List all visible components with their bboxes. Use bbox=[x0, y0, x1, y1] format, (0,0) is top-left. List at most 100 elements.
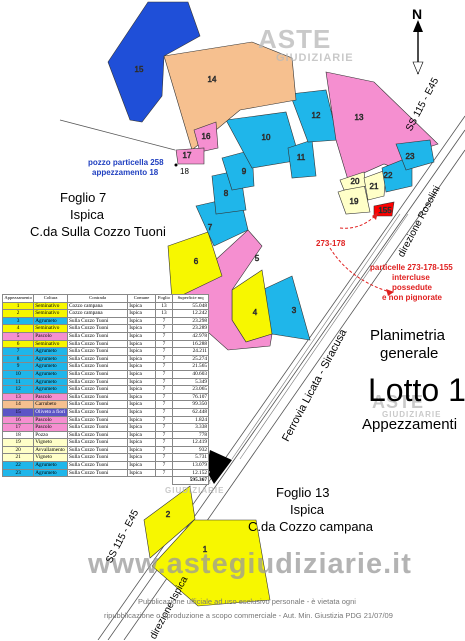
parcel-18-label: 18 bbox=[180, 167, 189, 176]
legend-comune: Ispica bbox=[127, 369, 156, 379]
parcel-9 bbox=[221, 149, 255, 191]
parcel-label-4: 4 bbox=[253, 308, 258, 317]
parcel-label-155: 155 bbox=[378, 206, 392, 215]
legend-coltura: Agrumeto bbox=[33, 377, 68, 387]
legend-superficie: 21.565 bbox=[172, 362, 209, 371]
legend-contrada: Sulla Cozzo Tuoni bbox=[66, 377, 129, 387]
legend-header-row: Appezzamento Coltura Contrada Comune Fog… bbox=[1, 294, 209, 303]
legend-foglio: 7 bbox=[154, 430, 174, 440]
interclusa-arrows bbox=[329, 215, 391, 293]
legend-contrada: Sulla Cozzo Tuoni bbox=[66, 415, 129, 425]
legend-contrada: Sulla Cozzo Tuoni bbox=[66, 400, 129, 409]
legend-superficie: 12.152 bbox=[172, 468, 209, 478]
legend-foglio: 13 bbox=[154, 309, 174, 318]
foglio13-comune: Ispica bbox=[290, 502, 324, 517]
legend-comune: Ispica bbox=[127, 385, 156, 394]
foglio7-comune: Ispica bbox=[70, 207, 104, 222]
legend-superficie: 23.298 bbox=[172, 316, 209, 326]
watermark-aste-mid: ASTE bbox=[372, 392, 425, 412]
legend-header: Coltura bbox=[33, 294, 68, 303]
legend-superficie: 42.978 bbox=[172, 331, 209, 341]
foglio7-title: Foglio 7 bbox=[60, 190, 107, 205]
parcel-label-1: 1 bbox=[203, 545, 208, 554]
legend-contrada: Sulla Cozzo Tuoni bbox=[66, 339, 129, 349]
legend-coltura: Pozzo bbox=[33, 430, 68, 440]
planimetria-title: Planimetria bbox=[370, 327, 446, 344]
legend-app: 18 bbox=[1, 430, 35, 440]
legend-comune: Ispica bbox=[127, 392, 156, 402]
legend-foglio: 7 bbox=[154, 369, 174, 379]
legend-contrada: Sulla Cozzo Tuoni bbox=[66, 438, 129, 447]
lotto-title: Lotto 1 bbox=[368, 372, 465, 408]
legend-app: 20 bbox=[1, 445, 35, 455]
legend-foglio: 7 bbox=[154, 400, 174, 409]
parcel-label-20: 20 bbox=[351, 177, 360, 186]
pozzo-note-line1: pozzo particella 258 bbox=[88, 158, 164, 167]
legend-app: 19 bbox=[1, 438, 35, 447]
parcel-15 bbox=[107, 1, 201, 123]
legend-contrada: Sulla Cozzo Tuoni bbox=[66, 331, 129, 341]
legend-app: 16 bbox=[1, 415, 35, 425]
legend-comune: Ispica bbox=[127, 430, 156, 440]
legend-contrada: Sulla Cozzo Tuoni bbox=[66, 354, 129, 364]
legend-comune: Ispica bbox=[127, 445, 156, 455]
legend-contrada: Sulla Cozzo Tuoni bbox=[66, 316, 129, 326]
legend-coltura: Oliveto a fiori bbox=[33, 407, 68, 417]
legend-coltura: Avvallamento bbox=[33, 445, 68, 455]
legend-app: 8 bbox=[1, 354, 35, 364]
legend-app: 1 bbox=[1, 301, 35, 311]
parcel-label-16: 16 bbox=[202, 132, 211, 141]
legend-superficie: 13.079 bbox=[172, 461, 209, 470]
parcel-label-11: 11 bbox=[297, 153, 306, 162]
legend-superficie: 5.731 bbox=[172, 453, 209, 463]
legend-superficie: 23.065 bbox=[172, 385, 209, 394]
watermark-giudiziarie-mid: GIUDIZIARIE bbox=[382, 410, 442, 419]
parcel-23 bbox=[395, 139, 435, 171]
parcel-label-8: 8 bbox=[224, 189, 229, 198]
legend-foglio: 7 bbox=[154, 407, 174, 417]
legend-contrada: Sulla Cozzo Tuoni bbox=[66, 392, 129, 402]
foglio13-title: Foglio 13 bbox=[276, 485, 330, 500]
legend-comune: Ispica bbox=[127, 468, 156, 478]
legend-comune: Ispica bbox=[127, 301, 156, 311]
legend-superficie: 5.349 bbox=[172, 377, 209, 387]
legend-superficie: 25.274 bbox=[172, 354, 209, 364]
legend-coltura: Agrumeto bbox=[33, 316, 68, 326]
legend-superficie: 55.048 bbox=[172, 301, 209, 311]
legend-coltura: Agrumeto bbox=[33, 354, 68, 364]
parcel-label-19: 19 bbox=[350, 197, 359, 206]
parcel-label-14: 14 bbox=[208, 75, 217, 84]
legend-foglio: 7 bbox=[154, 461, 174, 470]
legend-header: Contrada bbox=[66, 294, 129, 303]
legend-app: 7 bbox=[1, 347, 35, 356]
legend-app: 2 bbox=[1, 309, 35, 318]
legend-header: Superficie mq bbox=[172, 294, 209, 303]
legend-comune: Ispica bbox=[127, 400, 156, 409]
legend-header: Comune bbox=[127, 294, 156, 303]
parcel-label-5: 5 bbox=[255, 254, 260, 263]
north-arrow bbox=[412, 20, 424, 75]
legend-coltura: Agrumeto bbox=[33, 362, 68, 371]
legend-comune: Ispica bbox=[127, 453, 156, 463]
legend-coltura: Seminativo bbox=[33, 309, 68, 318]
legend-comune: Ispica bbox=[127, 347, 156, 356]
legend-coltura: Pascolo bbox=[33, 331, 68, 341]
parcel-label-2: 2 bbox=[166, 510, 171, 519]
intercluse-line4: e non pignorate bbox=[382, 293, 442, 302]
parcel-label-10: 10 bbox=[262, 133, 271, 142]
watermark-giudiziarie-lower: GIUDIZIARIE bbox=[165, 486, 225, 495]
legend-foglio: 7 bbox=[154, 347, 174, 356]
